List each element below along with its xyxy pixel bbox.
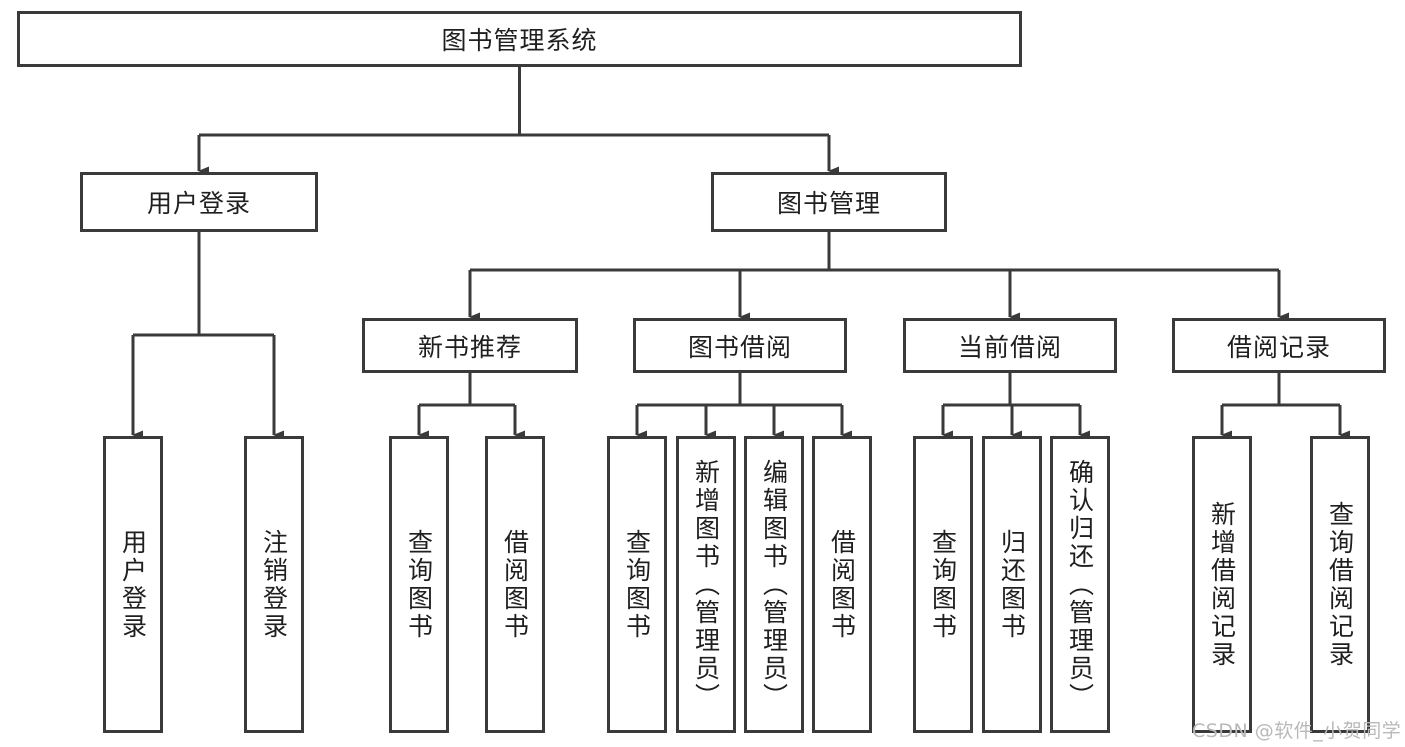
- node-label: 新增图书（管理员）: [691, 458, 721, 711]
- node-leaf-bo-edit[interactable]: 编辑图书（管理员）: [744, 436, 804, 733]
- node-label: 编辑图书（管理员）: [759, 458, 789, 711]
- node-leaf-re-add[interactable]: 新增借阅记录: [1192, 436, 1252, 733]
- node-borrow[interactable]: 图书借阅: [633, 318, 847, 373]
- node-leaf-user-login[interactable]: 用户登录: [103, 436, 163, 733]
- node-newbook[interactable]: 新书推荐: [362, 318, 578, 373]
- node-records[interactable]: 借阅记录: [1172, 318, 1386, 373]
- node-label: 用户登录: [118, 528, 148, 641]
- node-label: 注销登录: [259, 528, 289, 641]
- node-label: 新书推荐: [417, 332, 522, 362]
- node-label: 查询图书: [404, 528, 434, 641]
- node-label: 查询图书: [928, 528, 958, 641]
- node-leaf-cu-confirm[interactable]: 确认归还（管理员）: [1050, 436, 1110, 733]
- node-bookmgmt[interactable]: 图书管理: [711, 172, 947, 232]
- node-leaf-bo-borrow[interactable]: 借阅图书: [812, 436, 872, 733]
- node-label: 当前借阅: [957, 332, 1062, 362]
- node-label: 新增借阅记录: [1207, 500, 1237, 669]
- node-leaf-nb-query[interactable]: 查询图书: [389, 436, 449, 733]
- node-leaf-cu-return[interactable]: 归还图书: [982, 436, 1042, 733]
- node-label: 查询借阅记录: [1325, 500, 1355, 669]
- node-login[interactable]: 用户登录: [80, 172, 318, 232]
- node-root[interactable]: 图书管理系统: [17, 11, 1022, 67]
- node-label: 归还图书: [997, 528, 1027, 641]
- node-leaf-cu-query[interactable]: 查询图书: [913, 436, 973, 733]
- node-leaf-re-query[interactable]: 查询借阅记录: [1310, 436, 1370, 733]
- node-label: 图书管理系统: [441, 26, 598, 55]
- node-label: 用户登录: [146, 189, 251, 218]
- node-current[interactable]: 当前借阅: [903, 318, 1117, 373]
- node-leaf-user-logout[interactable]: 注销登录: [244, 436, 304, 733]
- node-leaf-bo-add[interactable]: 新增图书（管理员）: [676, 436, 736, 733]
- node-label: 借阅图书: [500, 528, 530, 641]
- node-leaf-bo-query[interactable]: 查询图书: [607, 436, 667, 733]
- node-leaf-nb-borrow[interactable]: 借阅图书: [485, 436, 545, 733]
- node-label: 图书借阅: [687, 332, 792, 362]
- node-label: 图书管理: [776, 189, 881, 218]
- node-label: 确认归还（管理员）: [1065, 458, 1095, 711]
- node-label: 查询图书: [622, 528, 652, 641]
- csdn-watermark: CSDN @软件_小贺同学: [1192, 720, 1402, 742]
- node-label: 借阅图书: [827, 528, 857, 641]
- node-label: 借阅记录: [1226, 332, 1331, 362]
